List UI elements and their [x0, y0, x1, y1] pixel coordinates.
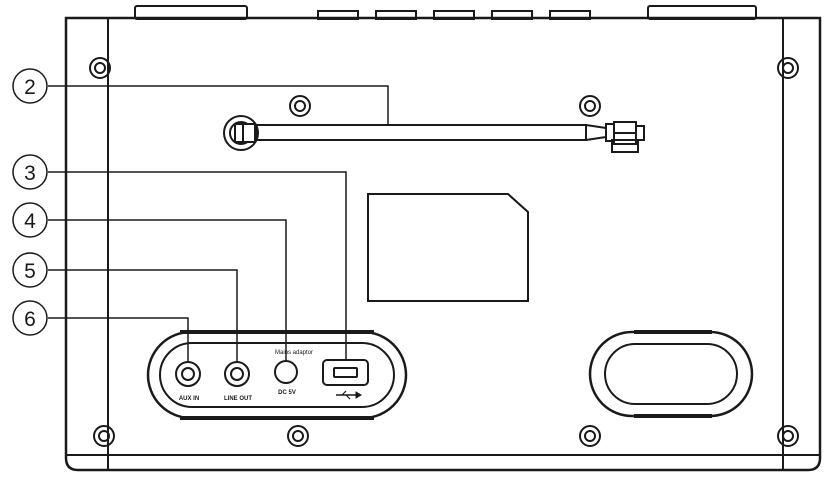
cabinet: [64, 16, 822, 472]
telescopic-antenna: [223, 115, 645, 153]
screw: [579, 95, 601, 117]
panel-inner: [159, 342, 395, 408]
leader-4: [48, 219, 287, 361]
leader-2: [48, 85, 389, 126]
label-plate: [367, 193, 529, 302]
antenna-taper: [585, 124, 607, 141]
dc-in-jack[interactable]: [274, 360, 298, 384]
antenna-collar: [605, 123, 615, 142]
callout-circles: [12, 68, 48, 336]
callout-circle-2: [12, 68, 48, 104]
antenna-tip-bracket: [611, 139, 639, 153]
screws: [89, 57, 799, 447]
callout-circle-5: [12, 252, 48, 288]
dc-label-bottom: DC 5V: [278, 390, 296, 396]
callout-number: 4: [24, 210, 36, 233]
antenna-rod: [255, 124, 587, 141]
aux-in-label: AUX IN: [179, 396, 199, 402]
callout-circle-3: [12, 154, 48, 190]
leader-5: [48, 269, 238, 362]
leader-3: [48, 171, 347, 360]
antenna-tip-cap: [635, 125, 645, 141]
screw: [93, 425, 115, 447]
aux-in-jack[interactable]: [175, 361, 201, 387]
line-out-jack[interactable]: [224, 361, 250, 387]
callout-circle-4: [12, 202, 48, 238]
cabinet-outline: [64, 16, 822, 472]
leader-6: [48, 317, 189, 362]
leader-lines: [48, 85, 389, 362]
screw: [579, 425, 601, 447]
antenna-mount: [223, 115, 259, 151]
usb-icon: [336, 390, 362, 400]
dc-label-top: Mains adaptor: [275, 350, 313, 356]
screw: [777, 425, 799, 447]
callout-number: 6: [24, 308, 36, 331]
port-labels: AUX IN LINE OUT Mains adaptor DC 5V: [179, 350, 313, 402]
callout-number: 3: [24, 162, 36, 185]
screw: [777, 57, 799, 79]
carry-handle: [588, 330, 754, 418]
callout-numbers: 2 3 4 5 6: [24, 76, 36, 331]
usb-port[interactable]: [322, 359, 369, 386]
callout-number: 2: [24, 76, 36, 99]
handle-inner: [604, 343, 738, 405]
antenna-hinge: [234, 123, 256, 143]
screw: [89, 57, 111, 79]
screw: [287, 425, 309, 447]
callout-number: 5: [24, 260, 36, 283]
connector-panel: [146, 330, 408, 420]
line-out-label: LINE OUT: [224, 396, 252, 402]
callout-circle-6: [12, 300, 48, 336]
screw: [289, 95, 311, 117]
